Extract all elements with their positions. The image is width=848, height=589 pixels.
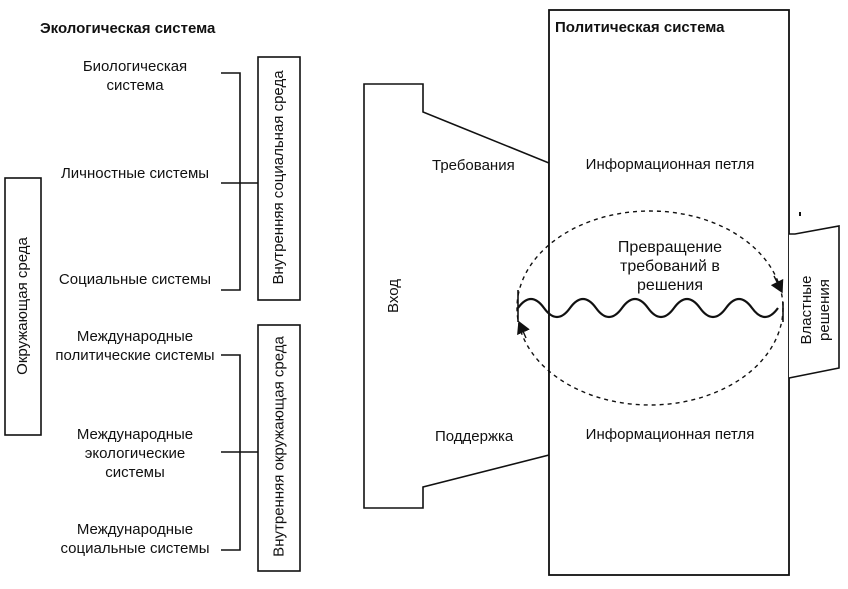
list-item: Личностные системы (55, 164, 215, 183)
list-item: Международные социальные системы (55, 520, 215, 558)
info-loop-top: Информационная петля (585, 156, 755, 173)
item-text: Международные социальные системы (60, 521, 210, 557)
conversion-label: Превращение требований в решения (617, 239, 723, 294)
support-label: Поддержка (435, 428, 514, 445)
list-item: Социальные системы (55, 270, 215, 289)
conversion-wave (517, 297, 779, 319)
environment-box (4, 177, 42, 436)
internal-group-label: Внутренняя социальная среда (270, 70, 287, 285)
list-item: Международные экологические системы (55, 425, 215, 482)
internal-bracket (221, 72, 241, 291)
list-item: Международные политические системы (55, 327, 215, 365)
item-text: Личностные системы (60, 165, 210, 182)
item-text: Социальные системы (58, 271, 212, 288)
output-label: Властные решения (798, 275, 833, 345)
ecological-title: Экологическая система (40, 20, 216, 37)
item-text: Биологическая система (82, 58, 188, 94)
external-bracket (221, 354, 241, 551)
input-label: Вход (385, 279, 402, 313)
item-text: Международные экологические системы (76, 426, 194, 481)
internal-group-box (257, 56, 301, 301)
external-group-label: Внутренняя окружающая среда (270, 336, 288, 557)
political-title: Политическая система (555, 19, 725, 36)
external-group-box (257, 324, 301, 572)
feedback-arrow-right (770, 275, 784, 294)
political-system-box (548, 9, 790, 576)
feedback-arrow-left (517, 320, 530, 339)
environment-label: Окружающая среда (14, 237, 31, 375)
output-shape (788, 225, 840, 379)
list-item: Биологическая система (55, 57, 215, 95)
info-loop-bottom: Информационная петля (585, 426, 755, 443)
item-text: Международные политические системы (55, 328, 215, 364)
small-mark (799, 212, 801, 216)
demands-label: Требования (432, 157, 515, 174)
